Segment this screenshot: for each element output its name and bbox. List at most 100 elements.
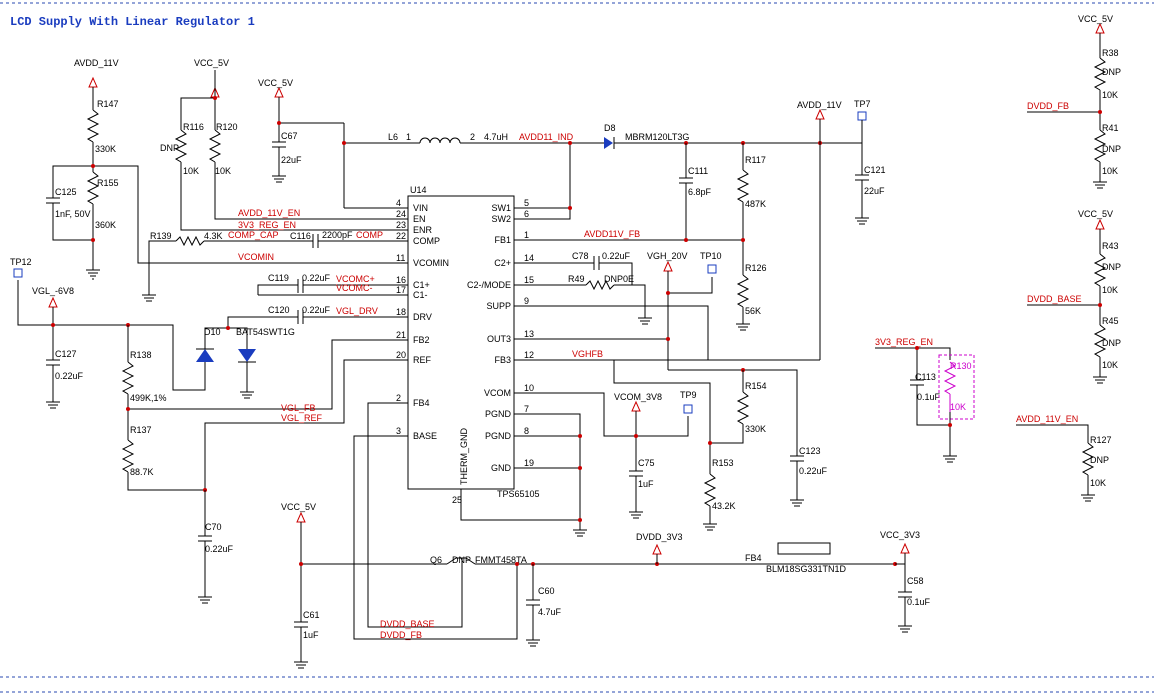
testpoint-tp7[interactable]: TP7 [854,99,871,121]
svg-text:4.7uH: 4.7uH [484,132,508,142]
resistor-r49[interactable]: R49 DNP0E [568,274,634,291]
svg-text:DNP: DNP [1102,67,1121,77]
capacitor-c75[interactable]: C75 1uF [629,458,655,489]
svg-text:22uF: 22uF [864,186,885,196]
svg-text:1uF: 1uF [303,630,319,640]
svg-text:10K: 10K [183,166,199,176]
ic-pin-number: 20 [396,350,406,360]
inductor-l6[interactable]: L6 1 2 4.7uH [388,132,508,144]
svg-text:R41: R41 [1102,123,1119,133]
ic-pin-name: SW2 [491,214,511,224]
svg-text:10K: 10K [950,402,966,412]
ic-pin-number: 16 [396,275,406,285]
ic-pin-number: 21 [396,330,406,340]
svg-text:10K: 10K [1102,166,1118,176]
resistor-r45[interactable]: R45 DNP 10K [1093,316,1121,370]
net-vgl-fb: VGL_FB [281,403,316,413]
net-r-3v3-reg-en: 3V3_REG_EN [875,337,933,347]
capacitor-c67[interactable]: C67 22uF [272,131,302,165]
svg-text:499K,1%: 499K,1% [130,393,167,403]
testpoint-tp10[interactable]: TP10 [700,251,722,274]
capacitor-c61[interactable]: C61 1uF [294,610,320,640]
resistor-r116[interactable]: R116 10K DNP [160,122,204,176]
power-vcc-5v-r2: VCC_5V [1078,209,1113,230]
ic-pin-name: OUT3 [487,334,511,344]
resistor-r127[interactable]: R127 DNP 10K [1081,435,1112,488]
resistor-r117[interactable]: R117 487K [736,155,766,209]
svg-text:VCOM_3V8: VCOM_3V8 [614,392,662,402]
ground-r130 [943,455,957,463]
ground-r126 [736,323,750,331]
capacitor-c121[interactable]: C121 22uF [855,165,886,196]
testpoint-tp12[interactable]: TP12 [10,257,32,278]
capacitor-c78[interactable]: C78 0.22uF [572,251,631,270]
transistor-q6[interactable]: Q6 DNP FMMT458TA [430,555,527,578]
svg-text:VCC_3V3: VCC_3V3 [880,530,920,540]
ferrite-fb4[interactable]: FB4 BLM18SG331TN1D [745,542,847,574]
svg-text:VGH_20V: VGH_20V [647,251,688,261]
ic-pin-name: C1+ [413,280,430,290]
testpoint-tp9[interactable]: TP9 [680,390,697,414]
svg-text:C70: C70 [205,522,222,532]
svg-text:10K: 10K [1090,478,1106,488]
capacitor-c111[interactable]: C111 6.8pF [679,166,712,197]
ground-r49 [638,317,652,325]
resistor-r138[interactable]: R138 499K,1% [121,350,167,403]
svg-text:L6: L6 [388,132,398,142]
capacitor-c123[interactable]: C123 0.22uF [790,446,828,476]
ic-pin-name: VCOMIN [413,258,449,268]
svg-text:0.22uF: 0.22uF [302,273,331,283]
svg-text:0.22uF: 0.22uF [302,305,331,315]
svg-text:56K: 56K [745,306,761,316]
svg-text:360K: 360K [95,220,116,230]
svg-text:TP10: TP10 [700,251,722,261]
resistor-r38[interactable]: R38 DNP 10K [1093,48,1121,100]
capacitor-c120[interactable]: C120 0.22uF [268,305,331,324]
capacitor-c116[interactable]: C116 2200pF [290,230,353,248]
svg-text:R154: R154 [745,381,767,391]
ground-c121 [855,217,869,225]
ic-pin-name: COMP [413,236,440,246]
svg-text:0.1uF: 0.1uF [907,597,931,607]
resistor-r130[interactable]: R130 10K [938,354,975,420]
net-3v3-reg-en: 3V3_REG_EN [238,220,296,230]
diode-d10[interactable]: D10 BAT54SWT1G [196,327,295,363]
resistor-r155[interactable]: R155 360K [86,171,119,230]
ic-pin-name: FB2 [413,335,430,345]
svg-text:R116: R116 [183,122,204,132]
svg-text:BAT54SWT1G: BAT54SWT1G [236,327,295,337]
svg-text:R45: R45 [1102,316,1119,326]
resistor-r153[interactable]: R153 43.2K [703,458,736,511]
ic-pin-number: 9 [524,296,529,306]
resistor-r147[interactable]: R147 330K [86,99,119,154]
capacitor-c70[interactable]: C70 0.22uF [198,522,234,554]
ground-c123 [790,499,804,507]
resistor-r154[interactable]: R154 330K [736,381,767,434]
ic-pin-number: 19 [524,458,534,468]
net-comp: COMP [356,230,383,240]
ic-pin-number: 24 [396,209,406,219]
resistor-r126[interactable]: R126 56K [736,263,767,316]
capacitor-c58[interactable]: C58 0.1uF [898,576,931,607]
capacitor-c127[interactable]: C127 0.22uF [46,349,84,381]
capacitor-c60[interactable]: C60 4.7uF [526,586,562,617]
resistor-r139[interactable]: R139 4.3K [150,231,223,247]
diode-d8[interactable]: D8 MBRM120LT3G [604,123,689,149]
resistor-r137[interactable]: R137 88.7K [121,425,154,477]
ic-pin-name: PGND [485,409,512,419]
ic-pin-name: SW1 [491,203,511,213]
resistor-r120[interactable]: R120 10K [208,122,238,176]
svg-text:1uF: 1uF [638,479,654,489]
capacitor-c119[interactable]: C119 0.22uF [268,273,331,293]
svg-text:DNP: DNP [452,555,471,565]
ground-r45 [1093,376,1107,384]
svg-text:C111: C111 [688,166,708,176]
resistor-r41[interactable]: R41 DNP 10K [1093,123,1121,176]
capacitor-c113[interactable]: C113 0.1uF [910,372,941,402]
svg-text:MBRM120LT3G: MBRM120LT3G [625,132,689,142]
resistor-r43[interactable]: R43 DNP 10K [1093,241,1121,295]
ic-pin-name: REF [413,355,432,365]
svg-text:1nF, 50V: 1nF, 50V [55,209,91,219]
